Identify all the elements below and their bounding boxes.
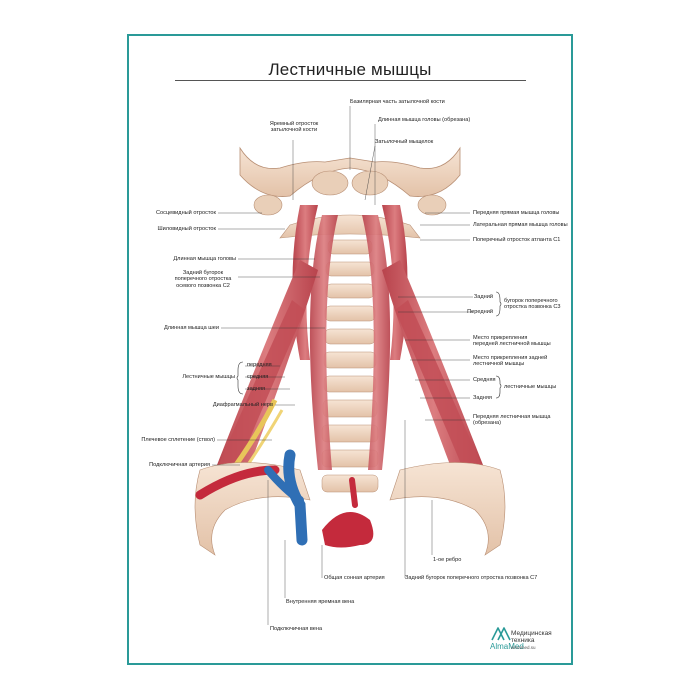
brace-left <box>236 361 244 395</box>
almamed-logo-icon <box>491 627 511 641</box>
common-carotid-artery <box>322 512 374 548</box>
label-posterior-tubercle: Задний <box>473 294 493 300</box>
label-anterior-scalene-cut: Передняя лестничная мышца (обрезана) <box>473 414 551 427</box>
label-styloid: Шиловидный отросток <box>157 226 216 232</box>
subclavian-vein <box>264 466 304 504</box>
label-common-carotid: Общая сонная артерия <box>324 575 385 581</box>
label-middle: средняя <box>247 374 269 380</box>
title-rule <box>175 80 526 81</box>
first-rib-right <box>389 462 506 556</box>
label-attach-anterior: Место прикрепления передней лестничной м… <box>473 335 551 348</box>
label-longus-capitis-cut: Длинная мышца головы (обрезана) <box>378 117 471 123</box>
poster-title: Лестничные мышцы <box>268 60 432 79</box>
vertebral-column <box>321 239 379 493</box>
label-atlas-process: Поперечный отросток атланта С1 <box>473 237 561 243</box>
brace-c3 <box>495 291 502 317</box>
label-anterior-tubercle: Передний <box>467 309 493 315</box>
label-longus-colli: Длинная мышца шеи <box>164 325 219 331</box>
brand-name: AlmaMed <box>490 642 524 651</box>
internal-jugular-vein <box>283 449 308 546</box>
label-mastoid: Сосцевидный отросток <box>156 210 216 216</box>
label-back-right: Задняя <box>473 395 492 401</box>
label-front: передняя <box>247 362 272 368</box>
brand-url: almamed.su <box>511 645 536 650</box>
label-scalene-muscles-right: лестничные мышцы <box>504 384 557 390</box>
label-c7-tubercle: Задний бугорок поперечного отростка позв… <box>405 575 538 581</box>
label-internal-jugular: Внутренняя яремная вена <box>286 599 355 605</box>
label-rectus-lateral: Латеральная прямая мышца головы <box>473 222 568 228</box>
label-middle-right: Средняя <box>473 377 496 383</box>
label-subclavian-vein: Подключичная вена <box>270 626 323 632</box>
brand-line2: техника <box>511 637 535 644</box>
longus-colli-left <box>309 215 338 470</box>
skull-base <box>239 146 461 197</box>
label-first-rib: 1-ое ребро <box>433 557 462 563</box>
label-c3-tubercle: бугорок поперечного отростка позвонка С3 <box>504 298 561 311</box>
label-rectus-anterior: Передняя прямая мышца головы <box>473 210 560 216</box>
label-phrenic-nerve: Диафрагмальный нерв <box>212 402 273 408</box>
brace-right <box>495 375 502 399</box>
label-scalene-muscles: Лестничные мышцы <box>182 374 235 380</box>
label-basilar: Базилярная часть затылочной кости <box>350 99 445 105</box>
label-back: задняя <box>247 386 266 392</box>
brand-line1: Медицинская <box>511 630 552 637</box>
longus-colli-right <box>362 215 391 470</box>
label-subclavian-artery: Подключичная артерия <box>149 462 210 468</box>
label-c2-tubercle: Задний бугорок поперечного отростка осев… <box>174 270 232 289</box>
label-attach-posterior: Место прикрепления задней лестничной мыш… <box>473 355 548 368</box>
leader-lines <box>212 106 473 625</box>
label-longus-capitis: Длинная мышца головы <box>173 256 236 262</box>
label-occipital-condyle: Затылочный мыщелок <box>375 139 434 145</box>
label-jugular-process: Яремный отросток затылочной кости <box>269 121 319 134</box>
label-brachial-plexus: Плечевое сплетение (ствол) <box>141 437 215 443</box>
